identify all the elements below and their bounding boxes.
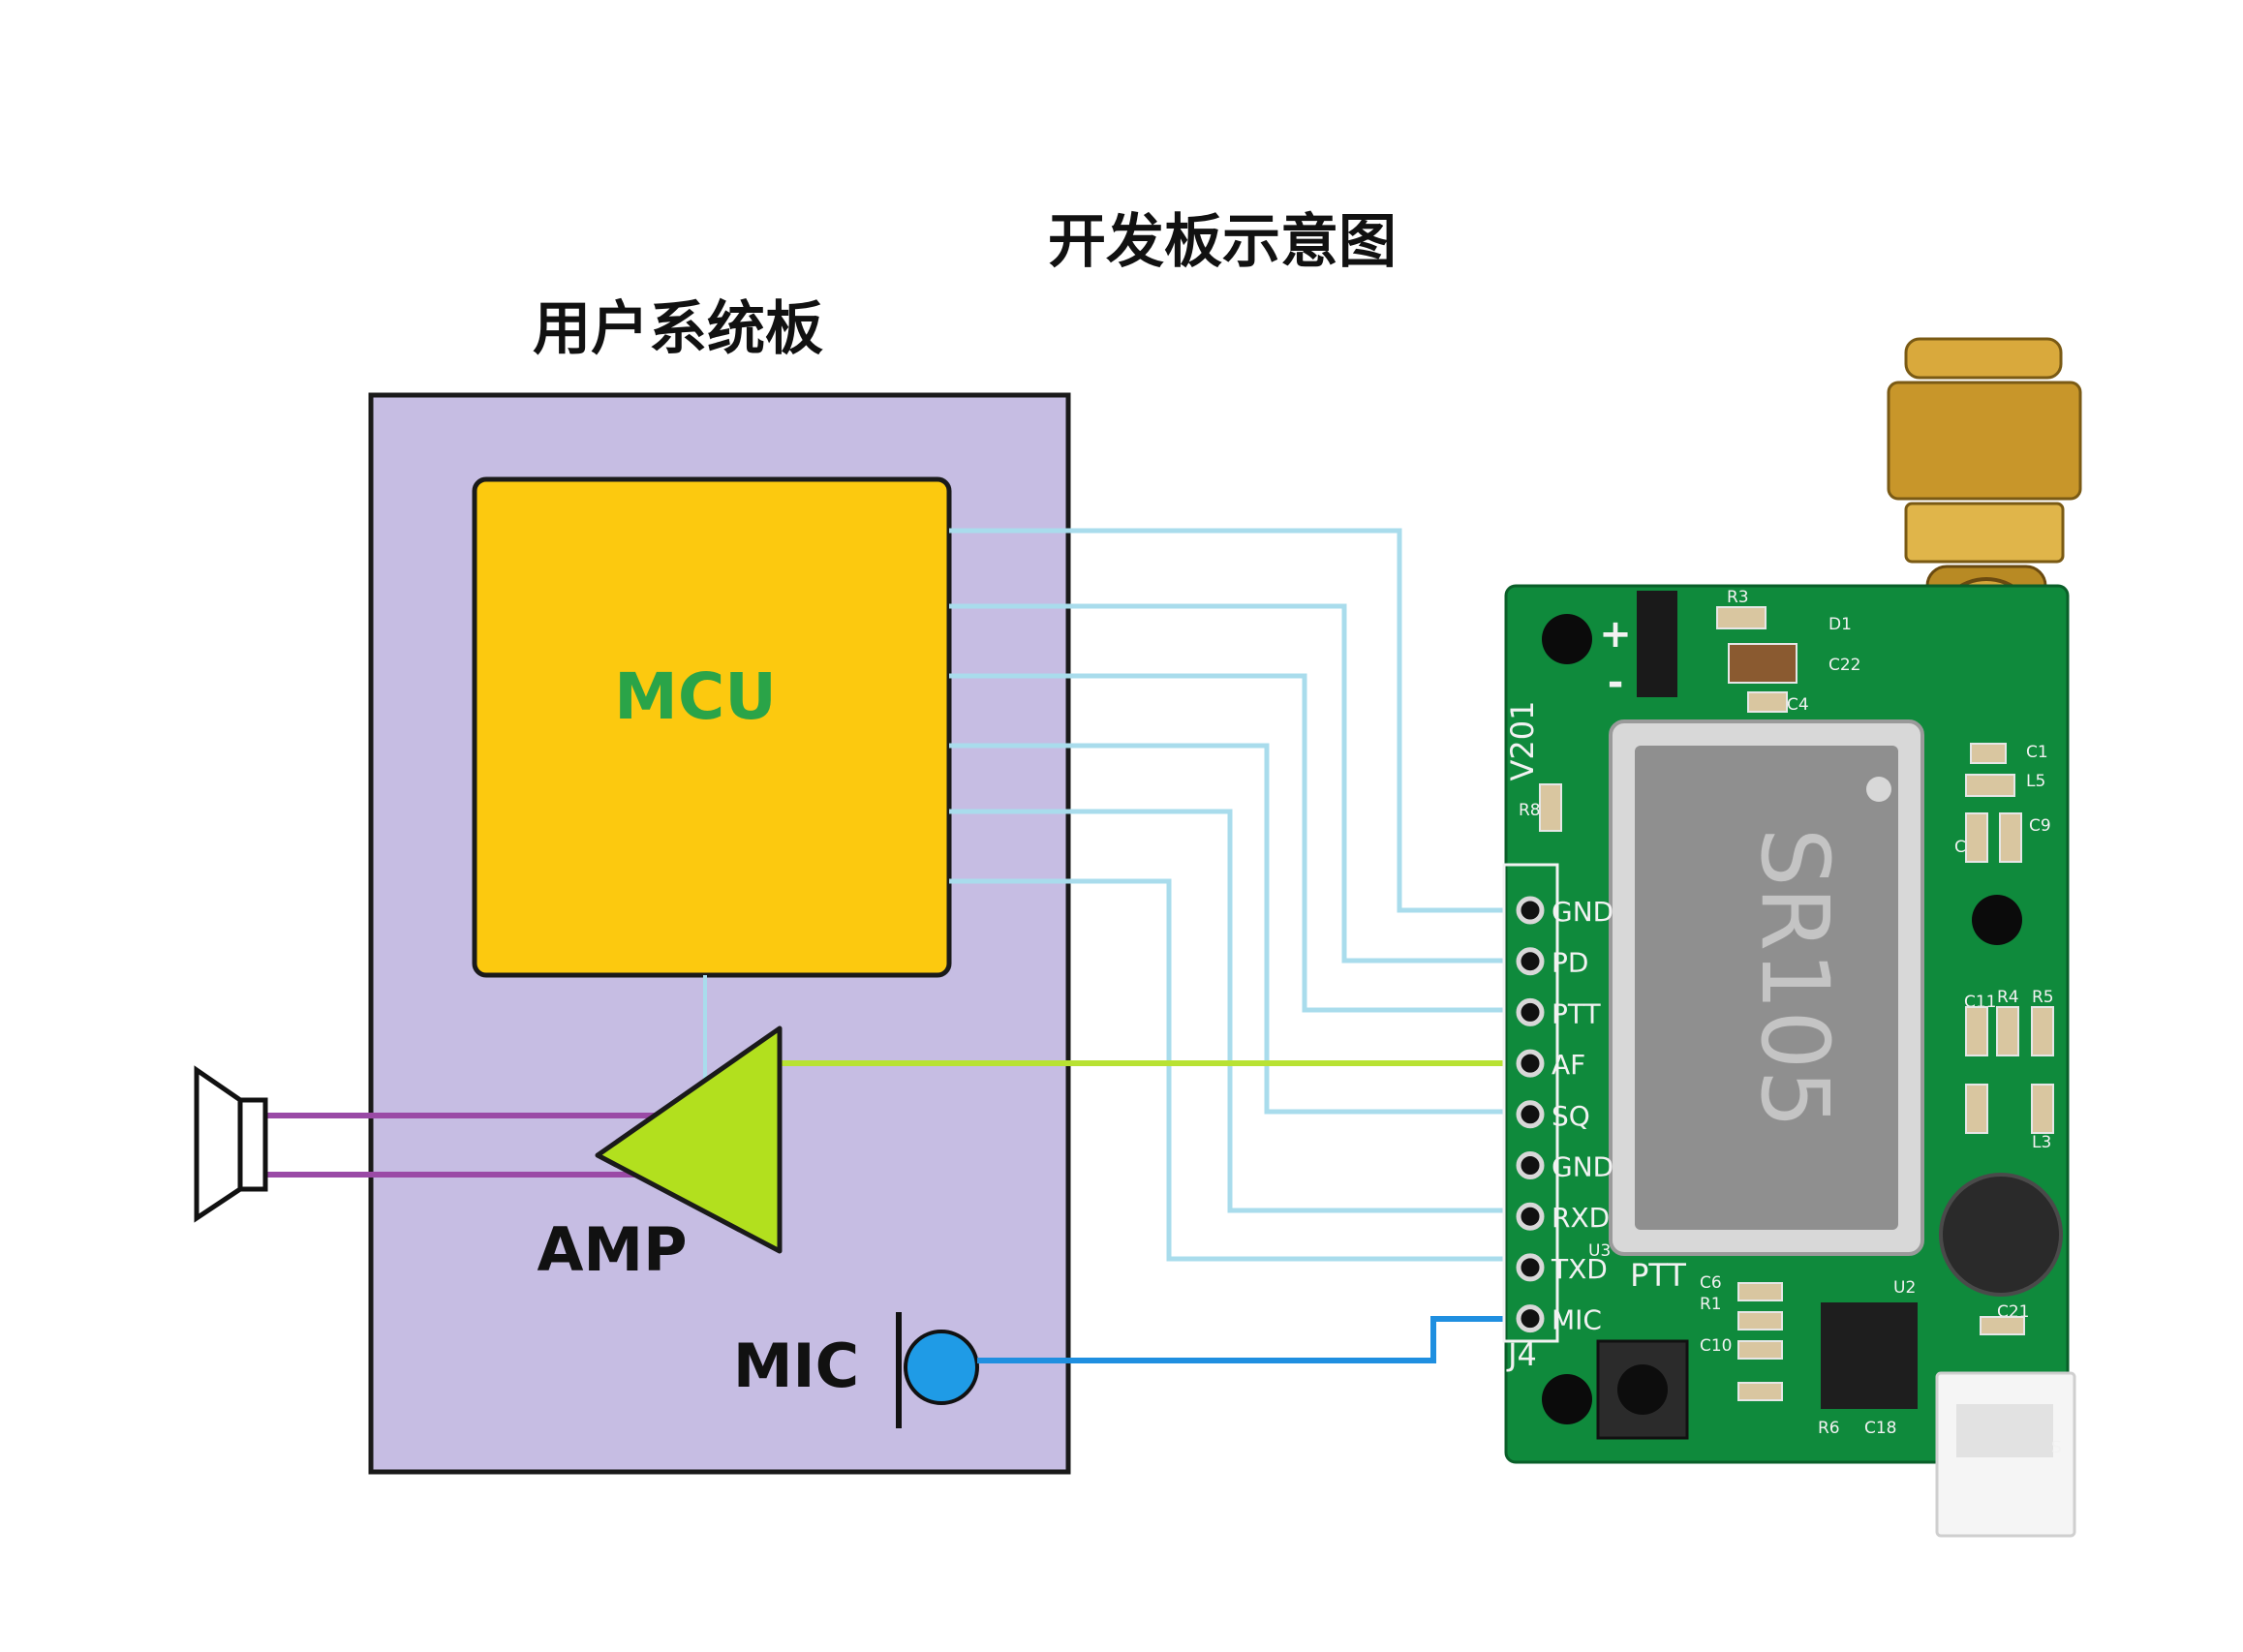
pin-pad-ptt — [1516, 997, 1545, 1026]
silkscreen-u2: U2 — [1893, 1278, 1916, 1298]
ptt-button-label: PTT — [1630, 1257, 1686, 1294]
silkscreen-l5: L5 — [2026, 772, 2045, 791]
silkscreen-r6: R6 — [1818, 1419, 1840, 1438]
mcu-label: MCU — [614, 659, 777, 734]
pin-label-rxd: RXD — [1552, 1202, 1610, 1234]
pin-pad-mic — [1516, 1304, 1545, 1333]
pin-pad-rxd — [1516, 1202, 1545, 1231]
amp-triangle — [595, 1025, 783, 1254]
ptt-button-cap — [1617, 1364, 1668, 1415]
mount-hole — [1542, 614, 1592, 664]
silkscreen-u3: U3 — [1588, 1241, 1611, 1261]
silkscreen-r8: R8 — [1519, 801, 1541, 820]
minus-label: - — [1608, 660, 1624, 705]
silkscreen-l3: L3 — [2032, 1133, 2051, 1152]
silkscreen-d1: D1 — [1828, 615, 1852, 634]
pin-pad-pd — [1516, 947, 1545, 976]
signal-wires — [949, 528, 1506, 1262]
chip-label: SR105 — [1740, 828, 1849, 1129]
pin-pad-sq — [1516, 1100, 1545, 1129]
wire-ptt — [949, 673, 1506, 1013]
wire-pd — [949, 603, 1506, 964]
rf-shield-top — [1635, 746, 1898, 1230]
silkscreen-r3: R3 — [1727, 588, 1749, 607]
ic-u2 — [1821, 1302, 1918, 1409]
wire-sq — [949, 743, 1506, 1115]
silkscreen-c4: C4 — [1787, 695, 1809, 715]
wire-gnd — [949, 528, 1506, 913]
mic-icon — [904, 1330, 979, 1405]
power-header — [1637, 591, 1677, 697]
pin-header: GND PD PTT AF SQ GND RXD TXD MIC — [1516, 896, 1613, 1336]
mcu-block — [472, 476, 952, 978]
diagram-title: 开发板示意图 — [1048, 208, 1397, 276]
wire-rxd — [949, 809, 1506, 1213]
pin-label-ptt: PTT — [1552, 997, 1601, 1029]
silkscreen-c9: C9 — [2029, 816, 2051, 836]
silkscreen-c10: C10 — [1700, 1336, 1733, 1356]
connector-label: J4 — [1506, 1336, 1537, 1373]
mount-hole — [1542, 1374, 1592, 1424]
pin-label-mic: MIC — [1552, 1304, 1602, 1336]
pin-label-gnd: GND — [1552, 1151, 1613, 1183]
smd-components — [1539, 606, 2054, 1401]
module-microphone — [1939, 1173, 2063, 1297]
pin-label-pd: PD — [1552, 947, 1588, 979]
pin-pad-gnd — [1516, 1151, 1545, 1179]
plus-label: + — [1599, 612, 1632, 657]
pin-pad-txd — [1516, 1253, 1545, 1282]
shield-dot — [1866, 777, 1891, 802]
pin-header-outline — [1502, 863, 1559, 1343]
silkscreen-r5: R5 — [2032, 988, 2054, 1007]
pin-label-txd: TXD — [1551, 1253, 1608, 1285]
silkscreen-c18: C18 — [1864, 1419, 1897, 1438]
silkscreen-r1: R1 — [1700, 1295, 1722, 1314]
silkscreen-c1: C1 — [2026, 743, 2048, 762]
pin-pad-gnd — [1516, 896, 1545, 925]
pin-label-sq: SQ — [1552, 1100, 1590, 1132]
wire-mic — [977, 1316, 1506, 1363]
mic-label: MIC — [733, 1331, 859, 1401]
silkscreen-r4: R4 — [1997, 988, 2019, 1007]
silkscreen-s: S — [2051, 1438, 2062, 1457]
silkscreen-c6: C6 — [1700, 1273, 1722, 1293]
version-label: V201 — [1504, 701, 1541, 781]
pin-label-af: AF — [1552, 1049, 1585, 1081]
pin-label-gnd: GND — [1552, 896, 1613, 928]
jst-opening — [1956, 1404, 2053, 1457]
pin-pad-af — [1516, 1049, 1545, 1078]
mount-hole — [1972, 895, 2022, 945]
speaker-icon — [194, 1065, 268, 1223]
user-board-label: 用户系统板 — [533, 295, 823, 363]
amp-label: AMP — [537, 1214, 687, 1285]
silkscreen-c22: C22 — [1828, 656, 1861, 675]
wire-txd — [949, 878, 1506, 1262]
